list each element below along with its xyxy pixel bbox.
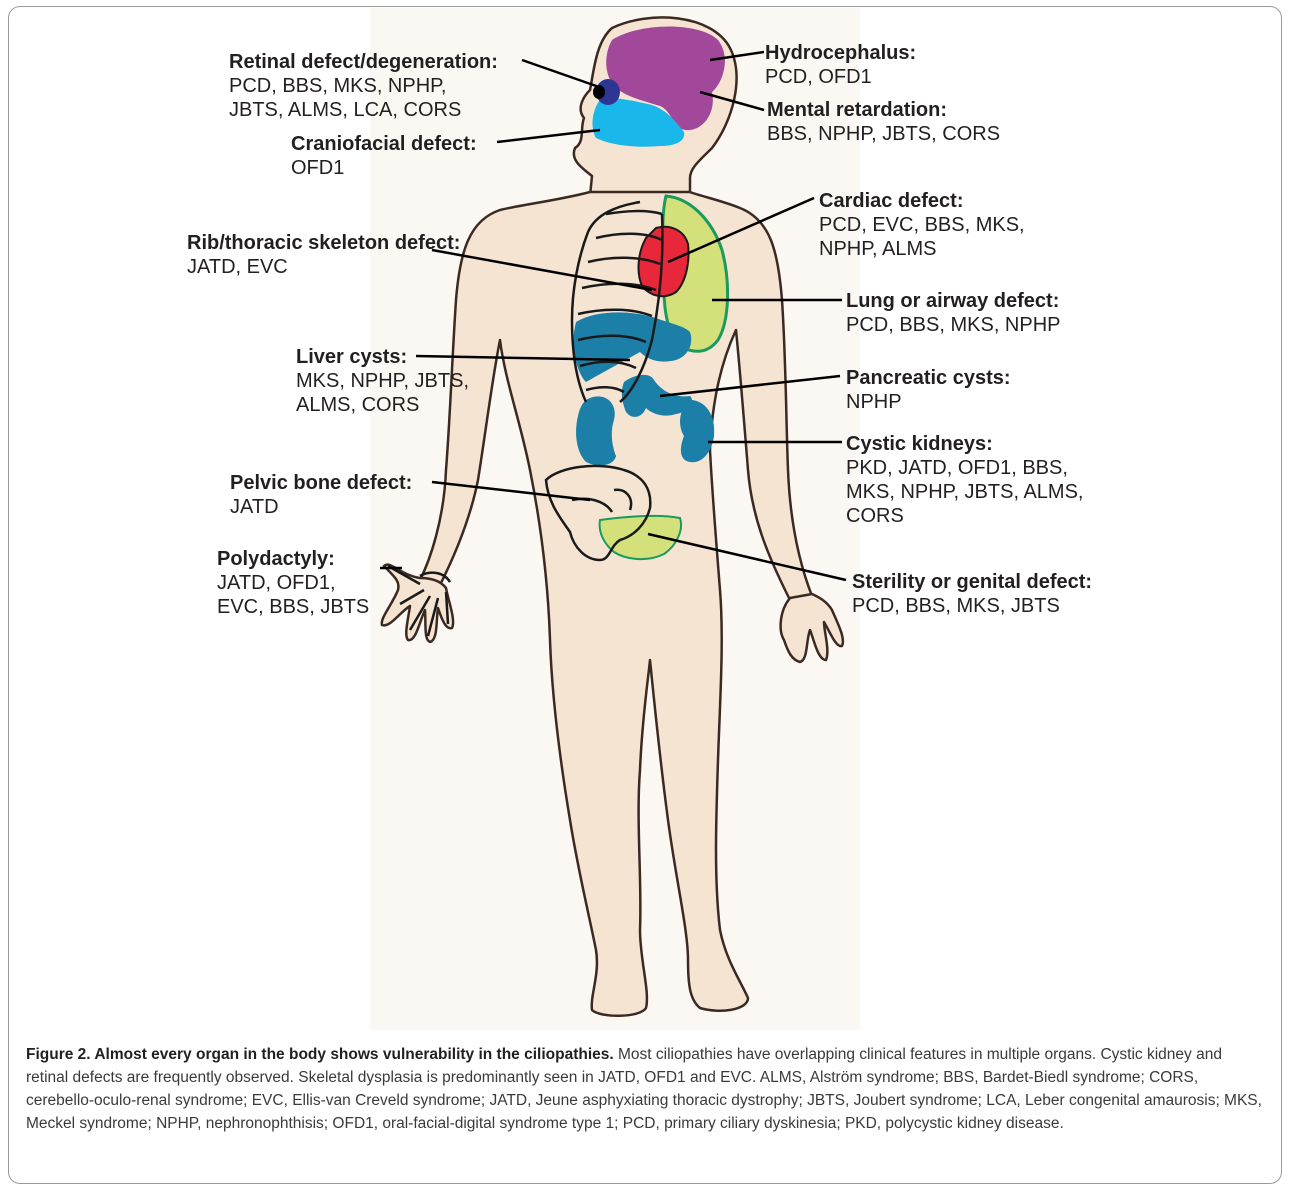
label-polydactyly-heading: Polydactyly: bbox=[217, 547, 369, 571]
label-craniofacial-line-1: OFD1 bbox=[291, 156, 477, 180]
label-sterility: Sterility or genital defect: PCD, BBS, M… bbox=[852, 570, 1092, 618]
label-polydactyly: Polydactyly: JATD, OFD1, EVC, BBS, JBTS bbox=[217, 547, 369, 619]
figure-caption: Figure 2. Almost every organ in the body… bbox=[26, 1043, 1266, 1135]
label-hydrocephalus-line-1: PCD, OFD1 bbox=[765, 65, 916, 89]
label-kidney-line-2: MKS, NPHP, JBTS, ALMS, bbox=[846, 480, 1083, 504]
label-hydrocephalus-heading: Hydrocephalus: bbox=[765, 41, 916, 65]
label-cardiac-line-1: PCD, EVC, BBS, MKS, bbox=[819, 213, 1025, 237]
label-mental: Mental retardation: BBS, NPHP, JBTS, COR… bbox=[767, 98, 1000, 146]
label-retinal-line-2: JBTS, ALMS, LCA, CORS bbox=[229, 98, 498, 122]
label-hydrocephalus: Hydrocephalus: PCD, OFD1 bbox=[765, 41, 916, 89]
label-liver-heading: Liver cysts: bbox=[296, 345, 469, 369]
label-pancreatic-heading: Pancreatic cysts: bbox=[846, 366, 1011, 390]
label-pancreatic: Pancreatic cysts: NPHP bbox=[846, 366, 1011, 414]
label-sterility-line-1: PCD, BBS, MKS, JBTS bbox=[852, 594, 1092, 618]
label-polydactyly-line-2: EVC, BBS, JBTS bbox=[217, 595, 369, 619]
caption-title: Figure 2. Almost every organ in the body… bbox=[26, 1046, 614, 1063]
label-pelvic: Pelvic bone defect: JATD bbox=[230, 471, 412, 519]
label-rib-heading: Rib/thoracic skeleton defect: bbox=[187, 231, 460, 255]
label-rib: Rib/thoracic skeleton defect: JATD, EVC bbox=[187, 231, 460, 279]
kidney-left bbox=[576, 396, 616, 465]
label-liver-line-2: ALMS, CORS bbox=[296, 393, 469, 417]
label-cardiac-heading: Cardiac defect: bbox=[819, 189, 1025, 213]
label-liver-line-1: MKS, NPHP, JBTS, bbox=[296, 369, 469, 393]
label-pancreatic-line-1: NPHP bbox=[846, 390, 1011, 414]
label-lung-line-1: PCD, BBS, MKS, NPHP bbox=[846, 313, 1061, 337]
label-kidney-line-3: CORS bbox=[846, 504, 1083, 528]
label-mental-heading: Mental retardation: bbox=[767, 98, 1000, 122]
label-polydactyly-line-1: JATD, OFD1, bbox=[217, 571, 369, 595]
label-cardiac-line-2: NPHP, ALMS bbox=[819, 237, 1025, 261]
label-rib-line-1: JATD, EVC bbox=[187, 255, 460, 279]
label-craniofacial: Craniofacial defect: OFD1 bbox=[291, 132, 477, 180]
label-retinal: Retinal defect/degeneration: PCD, BBS, M… bbox=[229, 50, 498, 122]
label-kidney-line-1: PKD, JATD, OFD1, BBS, bbox=[846, 456, 1083, 480]
label-liver: Liver cysts: MKS, NPHP, JBTS, ALMS, CORS bbox=[296, 345, 469, 417]
label-pelvic-heading: Pelvic bone defect: bbox=[230, 471, 412, 495]
label-mental-line-1: BBS, NPHP, JBTS, CORS bbox=[767, 122, 1000, 146]
label-craniofacial-heading: Craniofacial defect: bbox=[291, 132, 477, 156]
label-kidney-heading: Cystic kidneys: bbox=[846, 432, 1083, 456]
label-kidney: Cystic kidneys: PKD, JATD, OFD1, BBS, MK… bbox=[846, 432, 1083, 528]
label-retinal-line-1: PCD, BBS, MKS, NPHP, bbox=[229, 74, 498, 98]
label-lung-heading: Lung or airway defect: bbox=[846, 289, 1061, 313]
label-retinal-heading: Retinal defect/degeneration: bbox=[229, 50, 498, 74]
label-lung: Lung or airway defect: PCD, BBS, MKS, NP… bbox=[846, 289, 1061, 337]
label-pelvic-line-1: JATD bbox=[230, 495, 412, 519]
label-cardiac: Cardiac defect: PCD, EVC, BBS, MKS, NPHP… bbox=[819, 189, 1025, 261]
label-sterility-heading: Sterility or genital defect: bbox=[852, 570, 1092, 594]
